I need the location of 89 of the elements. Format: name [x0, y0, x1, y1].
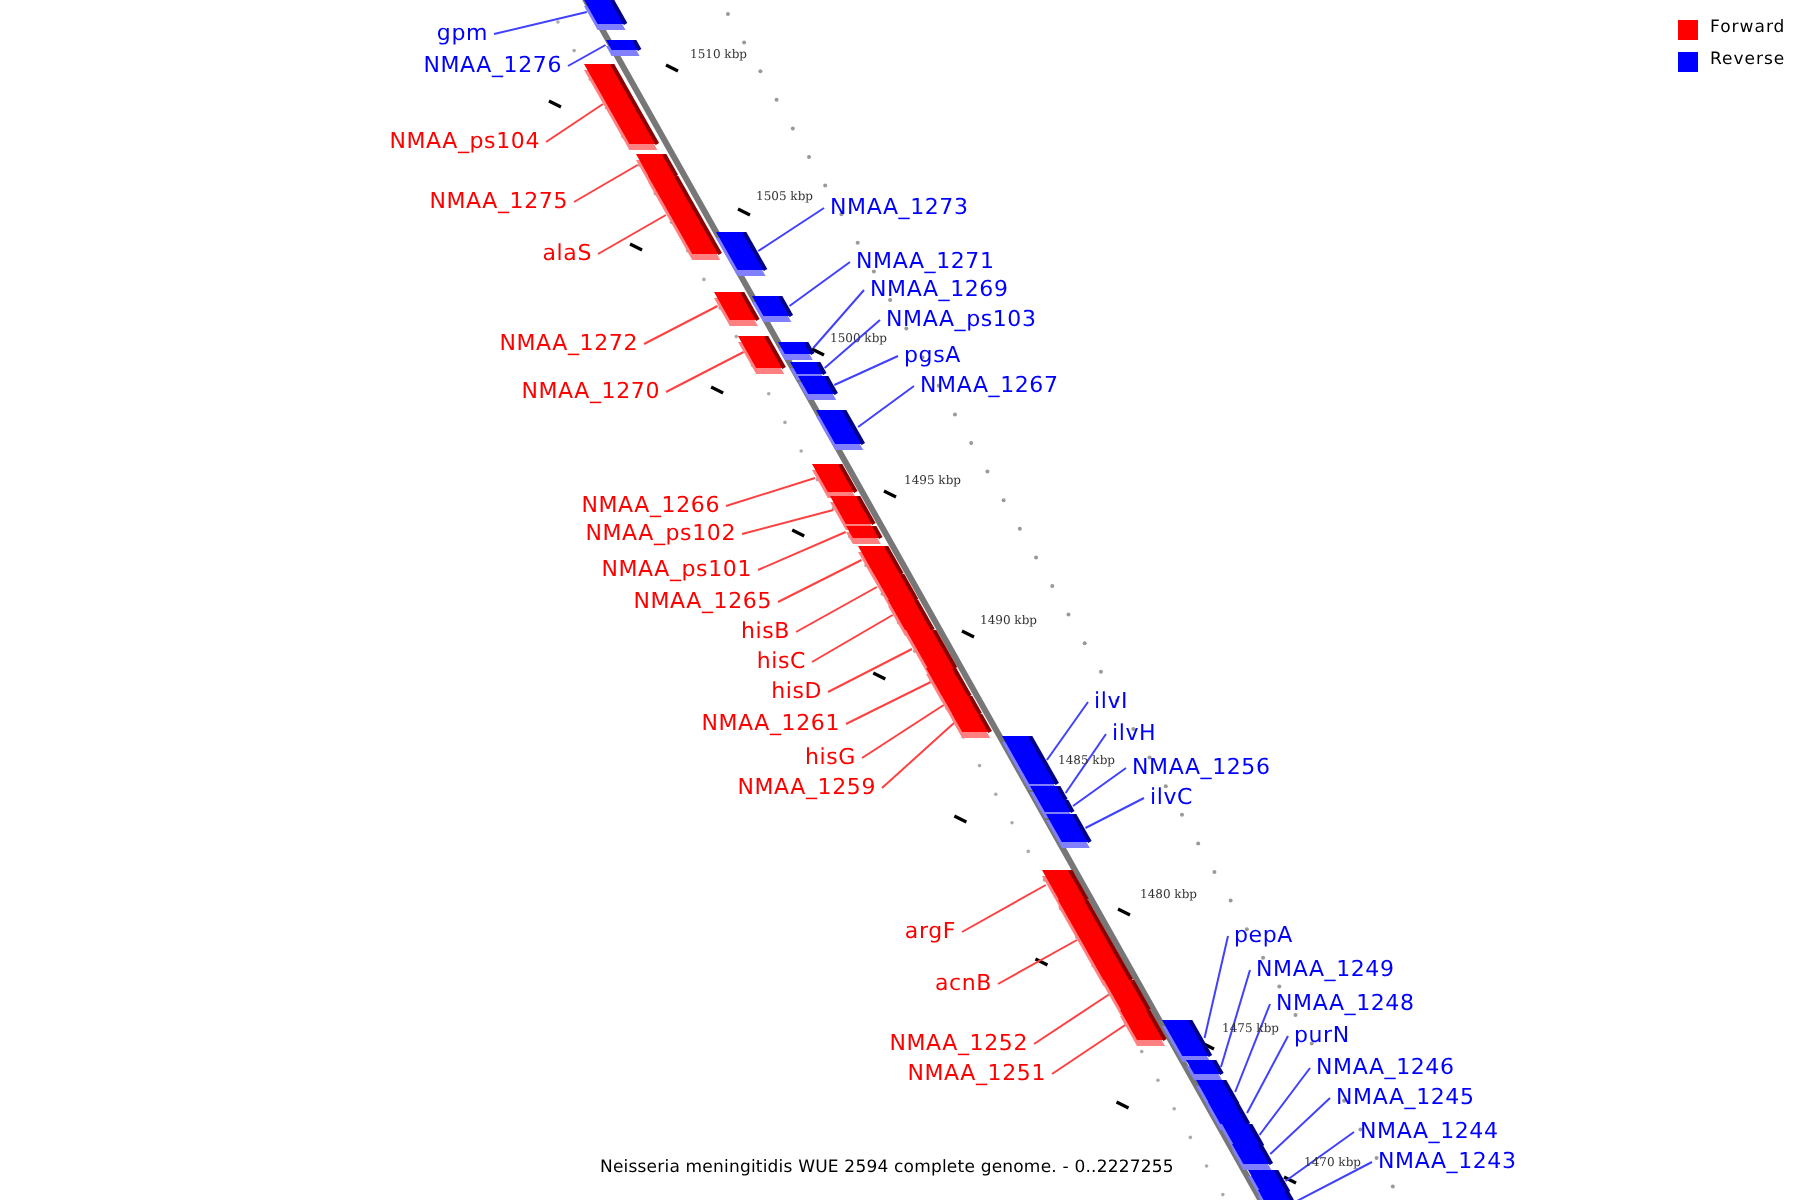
leader-line: [812, 289, 865, 349]
gene-label: NMAA_1248: [1276, 990, 1415, 1016]
gene-label: alaS: [542, 240, 592, 266]
gene-label: NMAA_1252: [889, 1030, 1028, 1056]
leader-line: [1269, 1097, 1331, 1155]
gene-label: NMAA_1266: [581, 492, 720, 518]
gene-label: NMAA_1269: [870, 276, 1009, 302]
gene-block: [578, 0, 632, 30]
gene-label: purN: [1294, 1022, 1350, 1048]
gene-label: NMAA_ps102: [585, 520, 736, 546]
gene-label: NMAA_ps101: [601, 556, 752, 582]
leader-line: [861, 704, 945, 759]
leader-line: [1246, 1035, 1289, 1114]
leader-line: [881, 722, 955, 789]
gene-block: [810, 410, 870, 450]
leader-line: [1064, 733, 1107, 794]
leader-line: [777, 559, 863, 603]
leader-line: [1084, 797, 1145, 829]
leader-line: [1284, 1131, 1355, 1182]
gene-block: [1052, 900, 1138, 986]
leader-line: [1045, 701, 1089, 761]
leader-line: [573, 164, 639, 203]
leader-line: [1258, 1067, 1311, 1136]
leader-line: [845, 681, 932, 725]
gene-block: [600, 40, 647, 56]
gene-label: NMAA_1265: [633, 588, 772, 614]
gene-label: NMAA_1246: [1316, 1054, 1455, 1080]
leader-line: [1072, 767, 1127, 807]
caption: Neisseria meningitidis WUE 2594 complete genome. - 0..2227255: [600, 1158, 1174, 1178]
gene-label: pepA: [1234, 922, 1293, 948]
gene-label: ilvC: [1150, 784, 1194, 810]
legend-label: Reverse: [1710, 50, 1786, 70]
gene-label: gpm: [436, 20, 488, 46]
leader-line: [1295, 1161, 1373, 1200]
gene-label: hisD: [771, 678, 822, 704]
leader-line: [1203, 935, 1229, 1039]
gene-label: acnB: [934, 970, 992, 996]
gene-label: hisB: [740, 618, 790, 644]
gene-block: [1226, 1144, 1278, 1170]
gene-label: ilvI: [1094, 688, 1129, 714]
leader-line: [811, 614, 894, 663]
legend-label: Forward: [1710, 18, 1786, 38]
leader-line: [1033, 994, 1110, 1045]
gene-label: NMAA_1259: [737, 774, 876, 800]
leader-line: [788, 261, 851, 307]
leader-line: [643, 305, 719, 345]
gene-label: hisC: [756, 648, 806, 674]
leader-line: [665, 351, 745, 393]
gene-label: ilvH: [1112, 720, 1157, 746]
gene-label: NMAA_1273: [830, 194, 969, 220]
gene-label: pgsA: [904, 342, 961, 368]
leader-line: [823, 319, 881, 369]
gene-label: NMAA_1272: [499, 330, 638, 356]
gene-label: NMAA_1275: [429, 188, 568, 214]
gene-label: NMAA_1251: [907, 1060, 1046, 1086]
leader-line: [757, 531, 847, 571]
leader-line: [493, 11, 588, 35]
gene-block: [578, 64, 664, 150]
gene-label: NMAA_1271: [856, 248, 995, 274]
leader-line: [827, 648, 913, 693]
leader-line: [857, 385, 915, 428]
gene-label: argF: [904, 918, 956, 944]
leader-line: [545, 103, 604, 143]
gene-label: NMAA_ps103: [886, 306, 1037, 332]
leader-line: [567, 44, 607, 67]
gene-label: NMAA_ps104: [389, 128, 540, 154]
gene-label: NMAA_1249: [1256, 956, 1395, 982]
leader-line: [1051, 1024, 1127, 1075]
gene-block: [840, 526, 887, 544]
gene-block: [732, 336, 791, 374]
gene-label: NMAA_1243: [1378, 1148, 1517, 1174]
leader-line: [597, 214, 667, 255]
gene-label: NMAA_1256: [1132, 754, 1271, 780]
leader-line: [741, 509, 835, 535]
gene-block: [1114, 1010, 1172, 1046]
leader-line: [833, 355, 899, 386]
gene-label: NMAA_1276: [423, 52, 562, 78]
gene-label: NMAA_1245: [1336, 1084, 1475, 1110]
gene-label: NMAA_1270: [521, 378, 660, 404]
gene-label: NMAA_1244: [1360, 1118, 1499, 1144]
gene-label: NMAA_1267: [920, 372, 1059, 398]
leader-line: [961, 884, 1047, 933]
gene-label: hisG: [805, 744, 856, 770]
gene-block: [946, 714, 997, 738]
leader-line: [725, 477, 817, 507]
leader-line: [997, 939, 1078, 985]
leader-line: [795, 586, 878, 633]
leader-line: [757, 207, 825, 252]
gene-label: NMAA_1261: [701, 710, 840, 736]
